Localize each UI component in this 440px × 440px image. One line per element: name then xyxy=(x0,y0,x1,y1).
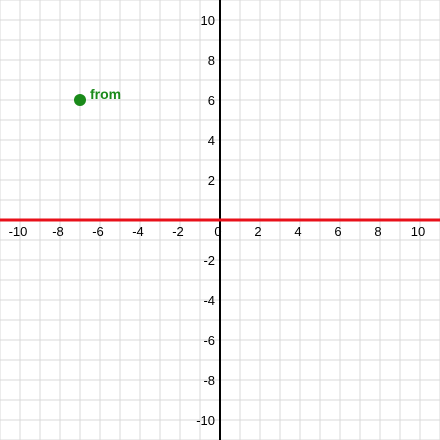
y-tick-label: -10 xyxy=(196,413,215,428)
x-tick-label: -6 xyxy=(92,224,104,239)
x-tick-label: 4 xyxy=(294,224,301,239)
y-tick-label: 6 xyxy=(208,93,215,108)
y-tick-label: 2 xyxy=(208,173,215,188)
point-marker xyxy=(74,94,86,106)
x-tick-label: 2 xyxy=(254,224,261,239)
x-tick-labels: -10 -8 -6 -4 -2 0 2 4 6 8 10 xyxy=(9,224,426,239)
y-tick-label: -6 xyxy=(203,333,215,348)
y-tick-label: 10 xyxy=(201,13,215,28)
y-tick-label: -8 xyxy=(203,373,215,388)
y-tick-label: -2 xyxy=(203,253,215,268)
x-tick-label: 8 xyxy=(374,224,381,239)
x-tick-label: 10 xyxy=(411,224,425,239)
points: from xyxy=(74,86,121,106)
x-tick-label: -2 xyxy=(172,224,184,239)
x-tick-label: 0 xyxy=(214,224,221,239)
x-tick-label: -8 xyxy=(52,224,64,239)
x-tick-label: -10 xyxy=(9,224,28,239)
point-label: from xyxy=(90,86,121,102)
y-tick-label: 4 xyxy=(208,133,215,148)
x-tick-label: -4 xyxy=(132,224,144,239)
y-tick-labels: -10 -8 -6 -4 -2 2 4 6 8 10 xyxy=(196,13,215,428)
y-tick-label: -4 xyxy=(203,293,215,308)
y-tick-label: 8 xyxy=(208,53,215,68)
x-tick-label: 6 xyxy=(334,224,341,239)
